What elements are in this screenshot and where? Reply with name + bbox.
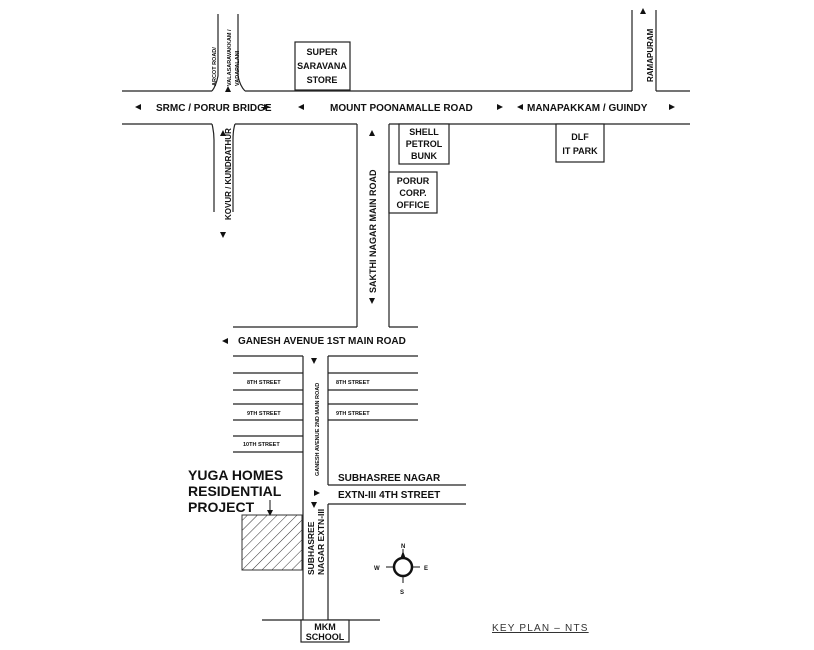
dlf-it-park: DLF IT PARK bbox=[555, 123, 605, 163]
kovur-label: KOVUR / KUNDRATHUR bbox=[224, 128, 233, 220]
arrow-down-sakthi-icon bbox=[369, 298, 375, 304]
mkm-school: MKM SCHOOL bbox=[300, 619, 350, 643]
kovur-road bbox=[211, 123, 236, 212]
arrow-right-srmc-icon bbox=[264, 104, 270, 110]
mount-poonamalle-label: MOUNT POONAMALLE ROAD bbox=[330, 103, 473, 114]
arrow-right-subhasree-icon bbox=[314, 490, 320, 496]
sakthi-nagar-main-road bbox=[356, 124, 390, 327]
svg-text:DLF: DLF bbox=[571, 132, 589, 142]
arrow-right-poonamalle-icon bbox=[497, 104, 503, 110]
side-streets bbox=[233, 372, 466, 505]
valasaravakkam-label: VALASARAVAKKAM / bbox=[227, 29, 233, 86]
sakthi-nagar-label: SAKTHI NAGAR MAIN ROAD bbox=[368, 169, 378, 293]
arrow-left-poonamalle-icon bbox=[298, 104, 304, 110]
compass-icon: N S E W bbox=[374, 544, 428, 596]
svg-text:CORP.: CORP. bbox=[399, 188, 426, 198]
svg-text:SUPER: SUPER bbox=[306, 47, 338, 57]
svg-text:MKM: MKM bbox=[314, 622, 336, 632]
arcot-road bbox=[211, 14, 246, 92]
street-9-left-label: 9TH STREET bbox=[247, 411, 281, 417]
manapakkam-label: MANAPAKKAM / GUINDY bbox=[527, 103, 648, 114]
arrow-up-ramapuram-icon bbox=[640, 8, 646, 14]
compass-s: S bbox=[400, 590, 404, 596]
street-9-right-label: 9TH STREET bbox=[336, 411, 370, 417]
street-8-right-label: 8TH STREET bbox=[336, 380, 370, 386]
porur-corp-office: PORUR CORP. OFFICE bbox=[388, 171, 438, 214]
arrow-down-ganesh-2nd-icon bbox=[311, 358, 317, 364]
street-10-label: 10TH STREET bbox=[243, 442, 280, 448]
arrow-left-manapakkam-icon bbox=[517, 104, 523, 110]
svg-text:SARAVANA: SARAVANA bbox=[297, 61, 347, 71]
subhasree-extn-line2: NAGAR EXTN-III bbox=[316, 509, 326, 575]
project-label: YUGA HOMES RESIDENTIAL PROJECT bbox=[188, 467, 283, 515]
arrow-down-extn-icon bbox=[311, 502, 317, 508]
street-8-left-label: 8TH STREET bbox=[247, 380, 281, 386]
subhasree-extn-line1: SUBHASREE bbox=[306, 521, 316, 575]
arrow-right-manapakkam-icon bbox=[669, 104, 675, 110]
project-site bbox=[241, 514, 303, 571]
svg-text:PETROL: PETROL bbox=[406, 139, 443, 149]
subhasree-4th-line2: EXTN-III 4TH STREET bbox=[338, 490, 440, 501]
arrow-up-arcot-icon bbox=[225, 86, 231, 92]
shell-petrol-bunk: SHELL PETROL BUNK bbox=[398, 123, 450, 165]
ramapuram-label: RAMAPURAM bbox=[646, 28, 655, 82]
svg-text:RESIDENTIAL: RESIDENTIAL bbox=[188, 483, 282, 499]
svg-text:OFFICE: OFFICE bbox=[397, 200, 430, 210]
ramapuram-road bbox=[631, 10, 657, 91]
svg-text:SCHOOL: SCHOOL bbox=[306, 632, 345, 642]
super-saravana-store: SUPER SARAVANA STORE bbox=[294, 41, 351, 91]
arrow-left-srmc-icon bbox=[135, 104, 141, 110]
svg-text:IT PARK: IT PARK bbox=[562, 146, 598, 156]
svg-text:SHELL: SHELL bbox=[409, 127, 439, 137]
svg-text:YUGA HOMES: YUGA HOMES bbox=[188, 467, 283, 483]
compass-e: E bbox=[424, 566, 428, 572]
subhasree-4th-line1: SUBHASREE NAGAR bbox=[338, 473, 441, 484]
arrow-up-sakthi-icon bbox=[369, 130, 375, 136]
svg-text:PROJECT: PROJECT bbox=[188, 499, 255, 515]
compass-w: W bbox=[374, 566, 380, 572]
arcot-road-label: ARCOT ROAD/ bbox=[212, 47, 218, 86]
ganesh-avenue-1st-road bbox=[233, 326, 418, 357]
svg-text:PORUR: PORUR bbox=[397, 176, 430, 186]
svg-text:STORE: STORE bbox=[307, 75, 338, 85]
key-plan-label: KEY PLAN – NTS bbox=[492, 623, 589, 634]
arrow-up-kovur-icon bbox=[220, 130, 226, 136]
ganesh-avenue-1st-label: GANESH AVENUE 1ST MAIN ROAD bbox=[238, 336, 406, 347]
vadapalani-label: VADAPALANI bbox=[235, 50, 241, 86]
arrow-down-kovur-icon bbox=[220, 232, 226, 238]
svg-text:BUNK: BUNK bbox=[411, 151, 437, 161]
arrow-left-ganesh-icon bbox=[222, 338, 228, 344]
arrow-down-project-icon bbox=[267, 510, 273, 516]
direction-arrows bbox=[135, 8, 675, 516]
compass-n: N bbox=[401, 544, 405, 550]
srmc-porur-label: SRMC / PORUR BRIDGE bbox=[156, 103, 272, 114]
ganesh-avenue-2nd-label: GANESH AVENUE 2ND MAIN ROAD bbox=[315, 383, 321, 476]
